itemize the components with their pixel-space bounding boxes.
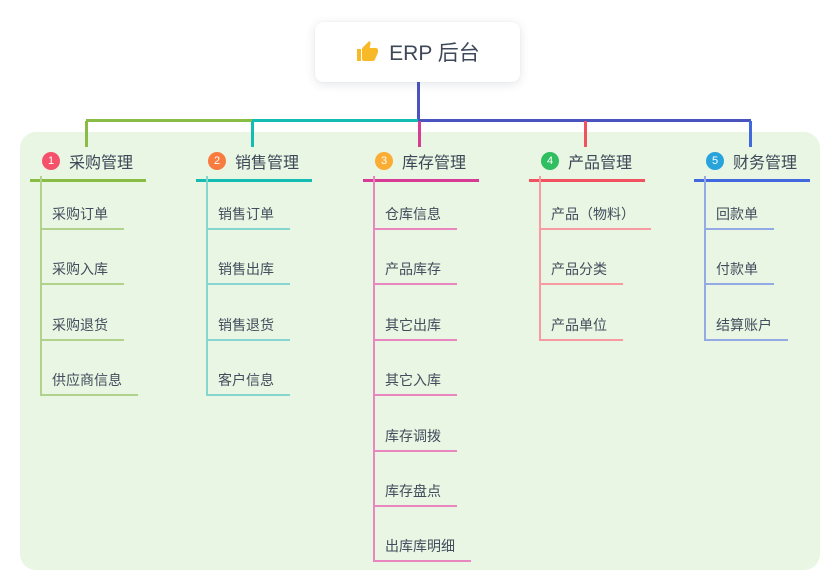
branch-vertical-line [40,176,42,396]
branch-drop-line [251,121,254,147]
branch-header-purchase[interactable]: 1 采购管理 [30,149,146,182]
tree-item[interactable]: 产品库存 [373,259,457,285]
branch-drop-line [85,121,88,147]
tree-item[interactable]: 其它入库 [373,370,457,396]
branch-purchase: 1 采购管理 采购订单 采购入库 采购退货 供应商信息 [30,0,200,588]
branch-label: 产品管理 [568,155,633,172]
branch-product: 4 产品管理 产品（物料） 产品分类 产品单位 [529,0,699,588]
tree-item[interactable]: 采购入库 [40,259,124,285]
branch-number-badge: 2 [208,152,226,170]
branch-header-finance[interactable]: 5 财务管理 [694,149,810,182]
branch-header-product[interactable]: 4 产品管理 [529,149,645,182]
tree-item[interactable]: 出库库明细 [373,536,471,562]
branches-background-panel [20,132,820,570]
tree-item[interactable]: 销售出库 [206,259,290,285]
branch-label: 销售管理 [235,155,300,172]
root-node-erp[interactable]: ERP 后台 [315,22,520,82]
tree-item[interactable]: 销售退货 [206,315,290,341]
branch-drop-line [584,121,587,147]
tree-item[interactable]: 库存盘点 [373,481,457,507]
tree-item[interactable]: 供应商信息 [40,370,138,396]
branch-header-inventory[interactable]: 3 库存管理 [363,149,479,182]
connector-bar-segment-blue [418,119,751,122]
connector-bar-segment-green [86,119,255,122]
branch-label: 采购管理 [69,155,134,172]
tree-item[interactable]: 其它出库 [373,315,457,341]
tree-item[interactable]: 采购退货 [40,315,124,341]
branch-header-sales[interactable]: 2 销售管理 [196,149,312,182]
tree-item[interactable]: 采购订单 [40,204,124,230]
branch-drop-line [749,121,752,147]
branch-vertical-line [206,176,208,396]
branch-drop-line [418,121,421,147]
root-title: ERP 后台 [389,42,480,65]
tree-item[interactable]: 产品（物料） [539,204,651,230]
connector-bar-segment-teal [252,119,421,122]
branch-label: 财务管理 [733,155,798,172]
tree-item[interactable]: 结算账户 [704,315,788,341]
tree-item[interactable]: 销售订单 [206,204,290,230]
tree-item[interactable]: 仓库信息 [373,204,457,230]
tree-item[interactable]: 付款单 [704,259,774,285]
branch-inventory: 3 库存管理 仓库信息 产品库存 其它出库 其它入库 库存调拨 库存盘点 出库库… [363,0,533,588]
branch-label: 库存管理 [402,155,467,172]
branch-vertical-line [539,176,541,341]
branch-vertical-line [373,176,375,562]
branch-sales: 2 销售管理 销售订单 销售出库 销售退货 客户信息 [196,0,366,588]
thumbs-up-icon [355,40,379,64]
tree-item[interactable]: 产品单位 [539,315,623,341]
tree-item[interactable]: 客户信息 [206,370,290,396]
branch-vertical-line [704,176,706,341]
tree-item[interactable]: 库存调拨 [373,426,457,452]
tree-item[interactable]: 产品分类 [539,259,623,285]
root-stem-line [417,82,420,120]
branch-number-badge: 5 [706,152,724,170]
branch-number-badge: 3 [375,152,393,170]
tree-item[interactable]: 回款单 [704,204,774,230]
branch-finance: 5 财务管理 回款单 付款单 结算账户 [694,0,839,588]
branch-number-badge: 1 [42,152,60,170]
branch-number-badge: 4 [541,152,559,170]
